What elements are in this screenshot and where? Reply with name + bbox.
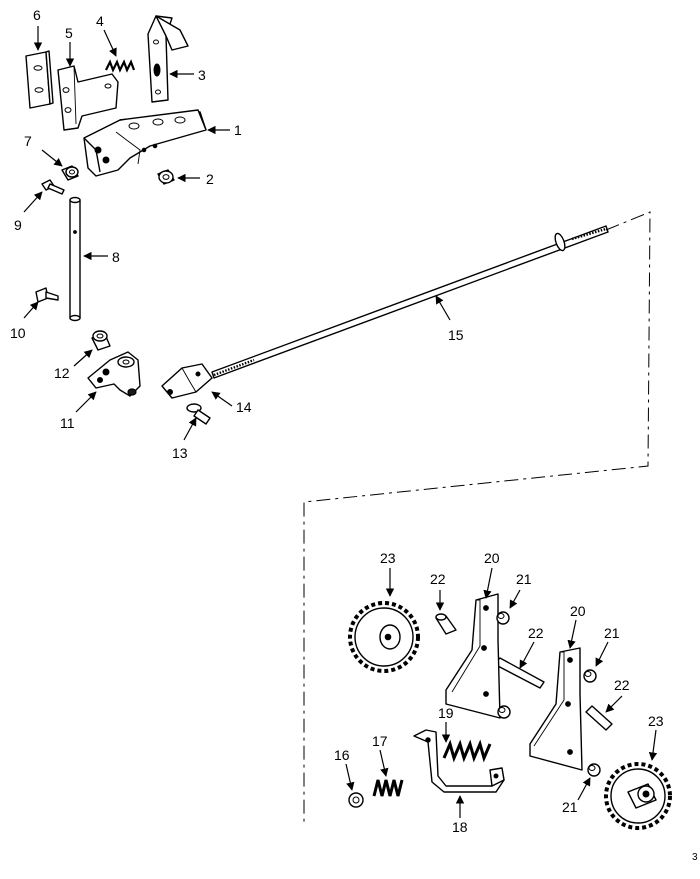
part-21-bushing-c xyxy=(583,669,597,683)
callout-7: 7 xyxy=(24,133,32,149)
part-22-pin-middle xyxy=(493,657,545,689)
callout-15: 15 xyxy=(448,327,464,343)
part-14-clevis xyxy=(161,363,213,399)
callout-19: 19 xyxy=(438,705,454,721)
part-13-pin xyxy=(186,403,211,425)
callout-1: 1 xyxy=(234,122,242,138)
callout-3: 3 xyxy=(198,67,206,83)
callout-22-upper: 22 xyxy=(430,571,446,587)
part-21-bushing-a xyxy=(496,611,510,625)
part-21-bushing-d xyxy=(587,763,601,777)
callout-22-lower: 22 xyxy=(614,677,630,693)
callout-20-lower: 20 xyxy=(570,603,586,619)
callout-labels: 6 5 4 3 1 7 2 9 8 10 12 11 13 14 15 23 2… xyxy=(10,7,698,863)
part-12-bushing xyxy=(91,330,111,351)
callout-23-left: 23 xyxy=(380,550,396,566)
callout-8: 8 xyxy=(112,249,120,265)
part-23-gear-right xyxy=(604,762,672,830)
part-8-shaft xyxy=(69,196,81,322)
part-22-pin-lower xyxy=(585,705,613,731)
part-11-lever xyxy=(87,351,141,397)
callout-22-middle: 22 xyxy=(528,625,544,641)
part-4-spring xyxy=(105,59,136,73)
part-10-bolt xyxy=(35,287,59,303)
callout-18: 18 xyxy=(452,819,468,835)
callout-16: 16 xyxy=(334,747,350,763)
leader-lines xyxy=(23,26,658,818)
part-6-plate xyxy=(25,50,54,109)
part-5-bracket xyxy=(57,65,119,131)
part-19-spring xyxy=(442,739,492,763)
part-7-bushing xyxy=(61,165,79,181)
callout-21-middle: 21 xyxy=(604,625,620,641)
callout-6: 6 xyxy=(33,7,41,23)
part-16-washer xyxy=(348,792,364,808)
part-23-gear-left xyxy=(348,601,420,673)
part-15-rod xyxy=(211,225,609,379)
callout-4: 4 xyxy=(96,13,104,29)
part-20-plate-lower xyxy=(529,647,583,771)
part-9-bolt xyxy=(41,179,65,195)
part-22-pin-upper xyxy=(435,613,457,635)
callout-21-upper: 21 xyxy=(516,571,532,587)
part-1-main-bracket xyxy=(83,109,207,177)
callout-17: 17 xyxy=(372,733,388,749)
callout-21-lower: 21 xyxy=(562,799,578,815)
callout-10: 10 xyxy=(10,325,26,341)
page-marker: 3 xyxy=(692,852,698,863)
callout-14: 14 xyxy=(236,399,252,415)
callout-13: 13 xyxy=(172,445,188,461)
part-17-spring xyxy=(372,779,404,797)
callout-23-right: 23 xyxy=(648,713,664,729)
callout-5: 5 xyxy=(65,25,73,41)
callout-2: 2 xyxy=(206,171,214,187)
callout-11: 11 xyxy=(60,415,75,431)
part-18-bracket xyxy=(413,729,505,793)
part-2-bushing xyxy=(157,169,175,185)
part-21-bushing-b xyxy=(497,705,511,719)
callout-20-upper: 20 xyxy=(484,550,500,566)
callout-9: 9 xyxy=(14,217,22,233)
part-3-angle-bracket xyxy=(147,15,189,103)
part-20-plate-upper xyxy=(445,593,501,719)
callout-12: 12 xyxy=(54,365,70,381)
phantom-reference-lines xyxy=(303,211,651,824)
